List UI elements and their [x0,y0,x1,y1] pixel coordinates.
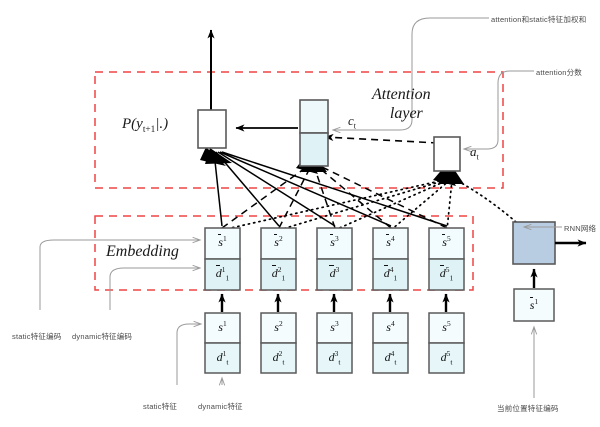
leader-static-feature [176,324,201,385]
annotation-dynamic-feature: dynamic特征 [198,402,243,411]
scores-to-context-edge [324,133,439,144]
at-box-incoming-arrowheads [433,166,464,186]
annotation-static-feature-encoding: static特征编码 [12,332,62,341]
output-prob-box [197,109,227,149]
context-vector-box [299,99,329,167]
output-prob-label: P(yt+1|.) [122,116,169,135]
p-box-incoming-arrowheads [200,147,232,166]
input-col-4 [372,312,409,374]
dashed-context-edges [221,165,448,229]
annotation-rnn-network: RNN网络 [564,224,597,233]
leader-static-encoding [39,240,200,310]
leader-attention-score [464,70,534,149]
annotation-dynamic-feature-encoding: dynamic特征编码 [72,332,133,341]
input-cells [204,312,465,374]
embedding-title: Embedding [106,243,179,260]
annotation-attention-score: attention分数 [536,68,582,77]
embedding-col-4 [372,227,409,291]
context-vector-label: ct [348,113,357,131]
embedding-cells [204,227,465,291]
solid-attention-edges [213,151,448,227]
input-col-3 [316,312,353,374]
embedding-col-1 [204,227,241,291]
input-to-embedding-arrows [218,293,450,312]
input-col-5 [428,312,465,374]
input-col-2 [260,312,297,374]
attention-layer-region [94,71,504,189]
leader-dynamic-encoding [109,268,200,310]
input-col-1 [204,312,241,374]
rnn-cell-box [512,221,556,265]
leader-attn-static-sum [333,17,489,130]
annotation-leaders [39,17,562,398]
embedding-col-2 [260,227,297,291]
embedding-region [94,215,474,291]
rnn-input-box [513,288,555,322]
embedding-col-5 [428,227,465,291]
annotation-attn-static-sum: attention和static特征加权和 [491,15,587,24]
embedding-col-3 [316,227,353,291]
annotation-static-feature: static特征 [143,402,178,411]
attention-scores-box [433,136,461,172]
attention-scores-label: at [470,144,479,162]
annotation-current-position-encoding: 当前位置特征编码 [497,404,559,413]
